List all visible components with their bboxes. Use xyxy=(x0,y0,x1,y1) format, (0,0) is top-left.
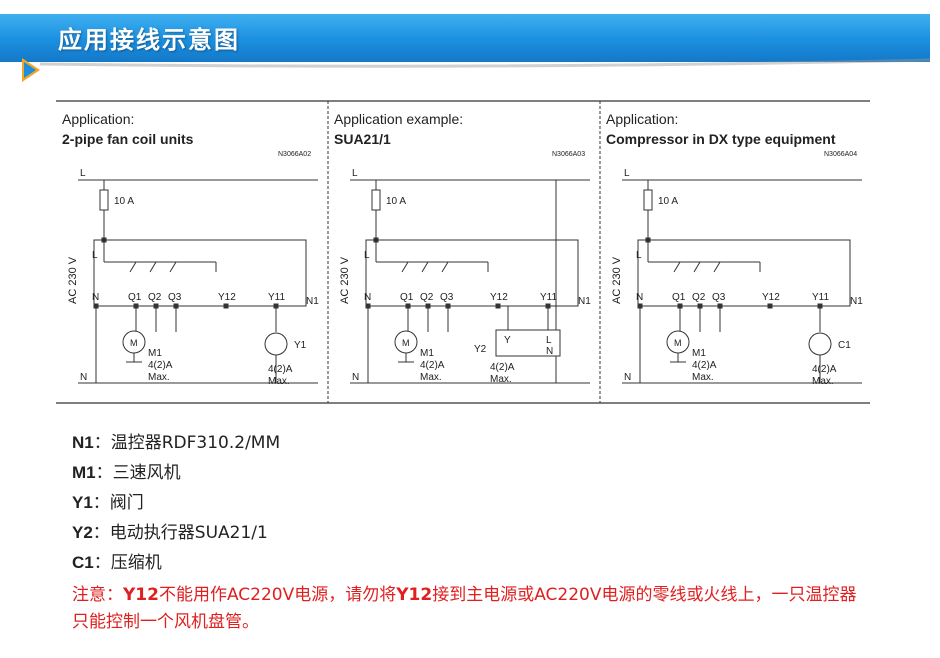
unit-label: N1 xyxy=(306,296,319,307)
terminal-q3: Q3 xyxy=(168,292,182,303)
note-text-a: 不能用作AC220V电源，请勿将 xyxy=(158,585,397,605)
terminal-y11: Y11 xyxy=(812,292,829,303)
load-max: Max. xyxy=(268,376,290,387)
valve-icon xyxy=(264,332,288,356)
voltage-label: AC 230 V xyxy=(611,256,623,304)
motor-symbol: M xyxy=(402,338,410,348)
page-title: 应用接线示意图 xyxy=(58,26,240,54)
panel-compressor: Application: Compressor in DX type equipm… xyxy=(606,111,863,387)
legend-item-m1: M1：三速风机 xyxy=(72,463,181,483)
motor-rating: 4(2)A xyxy=(692,360,717,371)
note-y12-a: Y12 xyxy=(123,585,159,605)
panel-subtitle: SUA21/1 xyxy=(334,131,391,147)
motor-max: Max. xyxy=(692,372,714,383)
load-max: Max. xyxy=(490,374,512,385)
terminal-q1: Q1 xyxy=(400,292,414,303)
terminal-y12: Y12 xyxy=(218,292,236,303)
legend-item-c1: C1：压缩机 xyxy=(72,553,162,573)
note-prefix: 注意： xyxy=(72,585,123,605)
terminal-y12: Y12 xyxy=(490,292,508,303)
actuator-n-label: N xyxy=(546,346,553,357)
actuator-l-label: L xyxy=(546,335,552,346)
controller-box xyxy=(637,239,851,307)
blue-arrow-icon xyxy=(24,62,36,78)
panel-fan-coil: Application: 2-pipe fan coil unitsN3066A0… xyxy=(62,111,319,387)
load-max: Max. xyxy=(812,376,834,387)
terminal-q3: Q3 xyxy=(712,292,726,303)
drawing-code: N3066A03 xyxy=(552,151,585,158)
panel-title: Application example: xyxy=(334,111,463,127)
load-label: Y1 xyxy=(294,340,307,351)
terminal-y11: Y11 xyxy=(268,292,285,303)
header-banner: 应用接线示意图 xyxy=(0,14,930,62)
unit-label: N1 xyxy=(578,296,591,307)
terminal-y12: Y12 xyxy=(762,292,780,303)
unit-label: N1 xyxy=(850,296,863,307)
terminal-q3: Q3 xyxy=(440,292,454,303)
header-swoosh xyxy=(22,58,931,82)
voltage-label: AC 230 V xyxy=(339,256,351,304)
rail-n-label: N xyxy=(352,372,359,383)
compressor-icon xyxy=(808,332,832,356)
controller-l-label: L xyxy=(636,250,642,261)
motor-label: M1 xyxy=(692,348,706,359)
rail-l-label: L xyxy=(80,168,86,179)
panel-subtitle: 2-pipe fan coil units xyxy=(62,131,194,147)
terminal-n: N xyxy=(364,292,371,303)
controller-box xyxy=(365,239,579,307)
motor-label: M1 xyxy=(420,348,434,359)
rail-n-label: N xyxy=(624,372,631,383)
warning-note: 注意：Y12不能用作AC220V电源，请勿将Y12接到主电源或AC220V电源的… xyxy=(72,582,872,636)
panel-subtitle: Compressor in DX type equipment xyxy=(606,131,836,147)
terminal-q1: Q1 xyxy=(128,292,142,303)
terminal-n: N xyxy=(636,292,643,303)
motor-max: Max. xyxy=(420,372,442,383)
load-rating: 4(2)A xyxy=(268,364,293,375)
terminal-q2: Q2 xyxy=(148,292,162,303)
fuse-icon xyxy=(371,189,381,211)
motor-symbol: M xyxy=(130,338,138,348)
legend-item-n1: N1：温控器RDF310.2/MM xyxy=(72,433,281,453)
terminal-q2: Q2 xyxy=(420,292,434,303)
wiring-diagram: Application: 2-pipe fan coil unitsN3066A0… xyxy=(56,100,870,404)
motor-rating: 4(2)A xyxy=(148,360,173,371)
controller-l-label: L xyxy=(92,250,98,261)
fuse-label: 10 A xyxy=(658,196,678,207)
fuse-icon xyxy=(643,189,653,211)
load-rating: 4(2)A xyxy=(490,362,515,373)
terminal-q2: Q2 xyxy=(692,292,706,303)
actuator-y-label: Y xyxy=(504,335,511,346)
voltage-label: AC 230 V xyxy=(67,256,79,304)
load-label: Y2 xyxy=(474,344,487,355)
motor-max: Max. xyxy=(148,372,170,383)
panel-sua21: Application example:SUA21/1N3066A03LN10 … xyxy=(334,111,591,385)
controller-box xyxy=(93,239,307,307)
legend-item-y2: Y2：电动执行器SUA21/1 xyxy=(72,523,268,543)
drawing-code: N3066A04 xyxy=(824,151,857,158)
motor-symbol: M xyxy=(674,338,682,348)
fuse-label: 10 A xyxy=(114,196,134,207)
terminal-n: N xyxy=(92,292,99,303)
load-label: C1 xyxy=(838,340,851,351)
actuator-box xyxy=(495,329,561,357)
legend-list: N1：温控器RDF310.2/MM M1：三速风机 Y1：阀门 Y2：电动执行器… xyxy=(72,428,280,578)
rail-l-label: L xyxy=(352,168,358,179)
note-y12-b: Y12 xyxy=(396,585,433,605)
panel-title: Application: xyxy=(606,111,678,127)
motor-rating: 4(2)A xyxy=(420,360,445,371)
fuse-icon xyxy=(99,189,109,211)
panel-title: Application: xyxy=(62,111,134,127)
legend-item-y1: Y1：阀门 xyxy=(72,493,144,513)
note-text-b: 接到主电源或AC220V电源的零线或火线上，一只温控器只能控制一个风机盘管。 xyxy=(72,585,857,632)
rail-n-label: N xyxy=(80,372,87,383)
load-rating: 4(2)A xyxy=(812,364,837,375)
rail-l-label: L xyxy=(624,168,630,179)
motor-label: M1 xyxy=(148,348,162,359)
fuse-label: 10 A xyxy=(386,196,406,207)
terminal-y11: Y11 xyxy=(540,292,557,303)
terminal-q1: Q1 xyxy=(672,292,686,303)
controller-l-label: L xyxy=(364,250,370,261)
drawing-code: N3066A02 xyxy=(278,151,311,158)
